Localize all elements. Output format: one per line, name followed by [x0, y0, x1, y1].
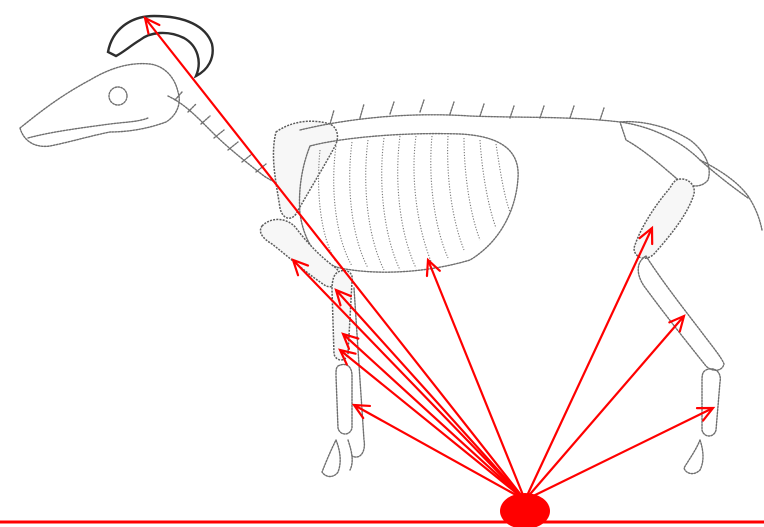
eye-socket [109, 87, 127, 105]
arrow-to-ribcage-shaft [428, 260, 525, 500]
front-hoof [322, 440, 340, 477]
spinous-processes [330, 100, 604, 124]
arrow-to-hock [525, 316, 684, 500]
scapula [273, 121, 337, 218]
arrow-to-shoulder [293, 260, 525, 500]
arrow-to-shoulder-shaft [293, 260, 525, 500]
arrow-group [145, 18, 713, 500]
neck-processes [175, 92, 266, 172]
hind-metatarsus [702, 369, 720, 436]
arrow-to-hind-metatarsus-shaft [525, 408, 713, 500]
arrow-to-forearm-shaft [336, 290, 525, 500]
humerus [260, 219, 339, 286]
arrow-to-carpus [340, 350, 525, 500]
radius-ulna [332, 270, 352, 360]
pelvis [620, 122, 709, 186]
arrow-to-carpus-shaft [340, 350, 525, 500]
ribcage-outline [299, 134, 518, 273]
arrow-to-forearm [336, 290, 525, 500]
arrow-to-front-metacarpus-shaft [354, 405, 525, 500]
skeleton-drawing [20, 16, 762, 477]
arrow-to-front-metacarpus [354, 405, 525, 500]
front-hoof-2 [348, 440, 352, 470]
arrow-to-hind-metatarsus [525, 408, 713, 500]
arrow-to-elbow [343, 334, 525, 500]
arrow-to-femur-shaft [525, 228, 652, 500]
hind-hoof [684, 440, 703, 474]
jaw-outline [28, 118, 148, 138]
arrow-to-ribcage [427, 260, 525, 500]
arrow-to-horn [145, 18, 525, 500]
arrow-to-femur [525, 228, 652, 500]
arrow-to-elbow-shaft [343, 334, 525, 500]
arrow-to-horn-shaft [145, 18, 525, 500]
front-metacarpus [336, 364, 352, 434]
ribs [319, 136, 510, 270]
arrow-to-hock-shaft [525, 316, 684, 500]
